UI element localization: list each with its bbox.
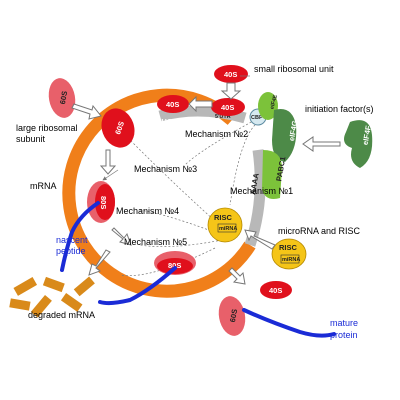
svg-text:miRNA: miRNA	[219, 226, 237, 232]
svg-text:eIF4G: eIF4G	[287, 119, 300, 141]
nascent-peptide-chain-bottom	[98, 266, 177, 306]
small-subunit-40s-bottom: 40S	[260, 281, 292, 299]
label-microrna-and-risc: microRNA and RISC	[278, 226, 361, 236]
ribosome-80s-left: 80S	[87, 181, 115, 223]
svg-text:40S: 40S	[269, 286, 282, 295]
label-degraded-mrna: degraded mRNA	[28, 310, 95, 320]
label-mechanism-3: Mechanism №3	[134, 164, 197, 174]
svg-text:eIF4F: eIF4F	[361, 124, 373, 145]
svg-text:40S: 40S	[221, 103, 234, 112]
svg-text:AUG: AUG	[156, 117, 173, 126]
svg-text:5'UTR: 5'UTR	[215, 114, 231, 120]
svg-text:60S: 60S	[113, 120, 126, 136]
svg-text:RISC: RISC	[279, 243, 298, 252]
label-mature-2: protein	[330, 330, 358, 340]
eif4g-factor: eIF4G	[272, 109, 299, 162]
label-mature-1: mature	[330, 318, 358, 328]
small-subunit-40s-b: 40S	[211, 98, 245, 116]
large-subunit-60s-ring: 60S	[101, 108, 135, 148]
svg-text:60S: 60S	[228, 308, 239, 323]
small-subunit-40s-a: 40S	[157, 95, 189, 113]
diagram-labels: small ribosomal unit initiation factor(s…	[16, 64, 374, 340]
degraded-mrna-fragments	[9, 276, 95, 318]
svg-text:miRNA: miRNA	[282, 257, 300, 263]
svg-text:CBP: CBP	[251, 115, 263, 121]
label-small-ribosomal-unit: small ribosomal unit	[254, 64, 334, 74]
svg-text:80S: 80S	[99, 196, 108, 209]
svg-text:40S: 40S	[224, 70, 237, 79]
label-mechanism-5: Mechanism №5	[124, 237, 187, 247]
utr-label: 5'UTR	[215, 114, 231, 120]
label-initiation-factors: initiation factor(s)	[305, 104, 374, 114]
label-nascent-1: nascent	[56, 235, 88, 245]
svg-text:80S: 80S	[168, 261, 181, 270]
large-subunit-60s-bottom: 60S	[218, 296, 246, 336]
mature-protein-chain	[242, 308, 336, 338]
aug-codon: AUG	[156, 117, 173, 126]
svg-text:eIF4E: eIF4E	[269, 94, 279, 110]
label-mechanism-1: Mechanism №1	[230, 186, 293, 196]
eif4f-factor: eIF4F	[344, 120, 373, 168]
process-arrows	[71, 82, 341, 285]
poly-a-tail: AAAA	[248, 172, 261, 195]
label-mechanism-4: Mechanism №4	[116, 206, 179, 216]
label-pointer-lines	[102, 75, 250, 181]
svg-text:60S: 60S	[58, 90, 69, 105]
svg-text:PABC1: PABC1	[274, 156, 287, 182]
label-large-ribosomal-2: subunit	[16, 134, 46, 144]
svg-text:40S: 40S	[166, 100, 179, 109]
ribosome-80s-bottom: 80S	[154, 251, 196, 275]
label-nascent-2: peptide	[56, 246, 86, 256]
eif4e-factor: eIF4E	[258, 92, 279, 120]
label-mrna: mRNA	[30, 181, 57, 191]
risc-complex-legend: RISC miRNA	[271, 238, 307, 270]
nascent-peptide-chain-left	[60, 201, 100, 272]
label-mechanism-2: Mechanism №2	[185, 129, 248, 139]
label-large-ribosomal-1: large ribosomal	[16, 123, 78, 133]
small-subunit-40s-top: 40S	[214, 65, 248, 83]
risc-complex-ring: RISC miRNA	[207, 207, 243, 243]
svg-text:RISC: RISC	[214, 213, 233, 222]
mechanism-dashed-lines	[119, 119, 256, 276]
pabc1-factor: PABC1	[262, 150, 287, 199]
svg-text:AAAA: AAAA	[248, 172, 261, 195]
large-subunit-60s-topleft: 60S	[48, 78, 76, 118]
